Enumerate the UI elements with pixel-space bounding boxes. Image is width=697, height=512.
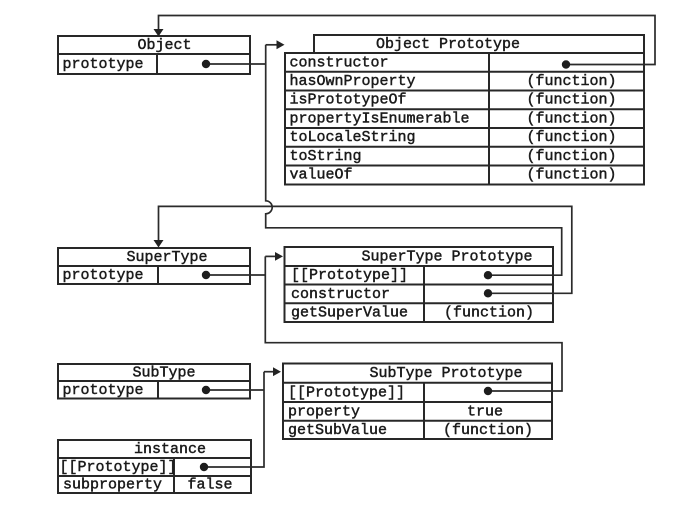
svg-text:(function): (function)	[526, 92, 616, 109]
svg-text:instance: instance	[134, 441, 206, 458]
svg-text:[[Prototype]]: [[Prototype]]	[60, 459, 177, 476]
svg-text:(function): (function)	[443, 422, 533, 439]
svg-text:propertyIsEnumerable: propertyIsEnumerable	[290, 110, 470, 127]
svg-text:valueOf: valueOf	[290, 167, 353, 184]
svg-text:SubType Prototype: SubType Prototype	[369, 365, 522, 382]
svg-text:toLocaleString: toLocaleString	[290, 129, 416, 146]
svg-text:SuperType Prototype: SuperType Prototype	[361, 249, 532, 266]
svg-text:(function): (function)	[526, 167, 616, 184]
svg-text:subproperty: subproperty	[63, 477, 162, 494]
svg-text:(function): (function)	[444, 305, 534, 322]
svg-text:true: true	[467, 403, 503, 420]
svg-text:(function): (function)	[526, 110, 616, 127]
svg-text:constructor: constructor	[290, 54, 389, 71]
svg-text:hasOwnProperty: hasOwnProperty	[290, 73, 416, 90]
svg-text:Object Prototype: Object Prototype	[376, 36, 520, 53]
svg-text:Object: Object	[137, 37, 191, 54]
svg-text:constructor: constructor	[291, 286, 390, 303]
svg-text:getSuperValue: getSuperValue	[291, 305, 408, 322]
svg-text:prototype: prototype	[63, 56, 144, 73]
svg-text:(function): (function)	[526, 73, 616, 90]
svg-text:[[Prototype]]: [[Prototype]]	[291, 267, 408, 284]
svg-text:(function): (function)	[526, 148, 616, 165]
svg-text:prototype: prototype	[63, 382, 144, 399]
svg-text:isPrototypeOf: isPrototypeOf	[290, 92, 407, 109]
svg-text:SuperType: SuperType	[126, 249, 207, 266]
svg-text:toString: toString	[290, 148, 362, 165]
svg-text:getSubValue: getSubValue	[288, 422, 387, 439]
svg-text:prototype: prototype	[63, 267, 144, 284]
svg-text:false: false	[187, 477, 232, 494]
svg-text:(function): (function)	[526, 129, 616, 146]
svg-text:property: property	[288, 403, 360, 420]
svg-text:[[Prototype]]: [[Prototype]]	[288, 384, 405, 401]
svg-text:SubType: SubType	[132, 365, 195, 382]
